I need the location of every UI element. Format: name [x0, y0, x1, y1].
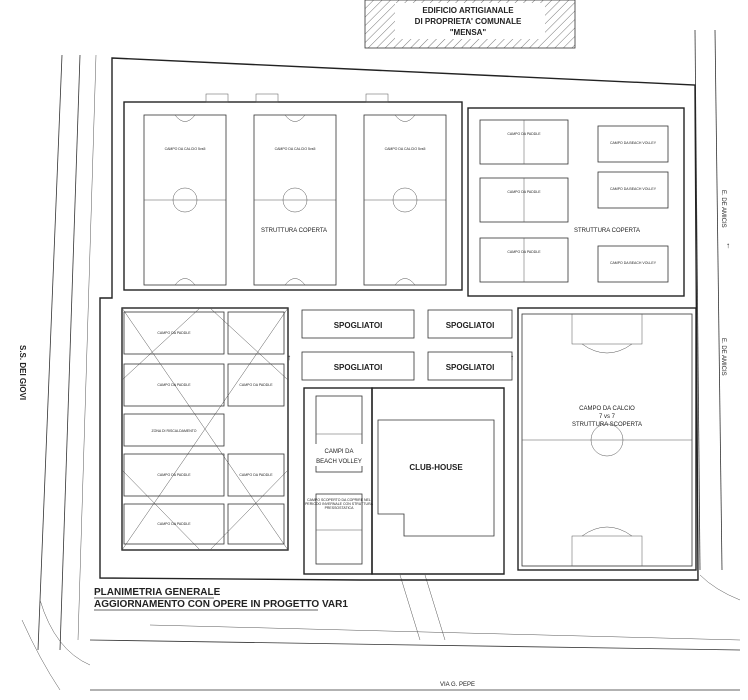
covered-soccer-structure: CAMPO DA CALCIO 5vs5 CAMPO DA CALCIO 5vs…: [123, 93, 463, 291]
arrow-north-indicator: ↑: [726, 241, 730, 250]
left-padel-7-label: CAMPO DA PADDLE: [157, 522, 191, 526]
beach-volley-label-1: CAMPI DA: [324, 449, 353, 455]
street-label-de-amicis-top: E. DE AMICIS: [720, 190, 726, 228]
road-via-pepe: VIA G. PEPE: [89, 574, 741, 691]
warmup-zone-label: ZONA DI RISCALDAMENTO: [151, 429, 196, 433]
padel-top-2-label: CAMPO DA PADDLE: [507, 190, 541, 194]
covered-soccer-label: STRUTTURA COPERTA: [261, 228, 327, 234]
outdoor-soccer-line-2: 7 vs 7: [599, 414, 616, 420]
locker-room-3-label: SPOGLIATOI: [334, 363, 383, 372]
soccer-field-3: CAMPO DA CALCIO 5vs5: [363, 114, 447, 286]
locker-room-4-label: SPOGLIATOI: [446, 363, 495, 372]
road-de-amicis: E. DE AMICIS E. DE AMICIS ↑: [694, 29, 741, 601]
street-label-via-pepe: VIA G. PEPE: [440, 682, 475, 688]
title-block: PLANIMETRIA GENERALE AGGIORNAMENTO CON O…: [94, 587, 348, 611]
soccer-field-2: CAMPO DA CALCIO 5vs5: [253, 114, 337, 286]
padel-court-top-3: CAMPO DA PADDLE: [479, 237, 569, 283]
covered-padel-structure: CAMPO DA PADDLE CAMPO DA PADDLE CAMPO DA…: [467, 107, 685, 297]
beach-note-2: PERIODO INVERNALE CON STRUTTURA: [305, 502, 374, 506]
entrance-arrow-right: ↑: [510, 353, 514, 362]
left-padel-1-label: CAMPO DA PADDLE: [157, 331, 191, 335]
left-padel-area: CAMPO DA PADDLE CAMPO DA PADDLE CAMPO DA…: [121, 307, 289, 551]
outdoor-soccer-line-1: CAMPO DA CALCIO: [579, 406, 635, 412]
padel-court-top-1: CAMPO DA PADDLE: [479, 119, 569, 165]
street-label-ss-dei-giovi: S.S. DEI GIOVI: [18, 345, 27, 400]
street-label-de-amicis-mid: E. DE AMICIS: [720, 338, 726, 376]
title-line-1: PLANIMETRIA GENERALE: [94, 587, 221, 598]
left-padel-1: CAMPO DA PADDLE: [123, 311, 225, 355]
locker-room-3: SPOGLIATOI: [301, 351, 415, 381]
locker-room-1: SPOGLIATOI: [301, 309, 415, 339]
title-line-2: AGGIORNAMENTO CON OPERE IN PROGETTO VAR1: [94, 599, 348, 610]
road-ss-dei-giovi: S.S. DEI GIOVI: [18, 54, 97, 691]
beach-volley-area: CAMPI DA BEACH VOLLEY CAMPO SCOPERTO DA …: [303, 387, 374, 575]
locker-room-1-label: SPOGLIATOI: [334, 321, 383, 330]
padel-top-3-label: CAMPO DA PADDLE: [507, 250, 541, 254]
soccer-field-1: CAMPO DA CALCIO 5vs5: [143, 114, 227, 286]
beach-volley-court-1: CAMPO DA BEACH VOLLEY: [597, 125, 669, 163]
left-padel-2: [227, 311, 285, 355]
soccer-field-3-label: CAMPO DA CALCIO 5vs5: [385, 147, 426, 151]
entrance-arrow-left: ↑: [287, 353, 291, 362]
site-boundary: [99, 57, 699, 581]
artisan-building: EDIFICIO ARTIGIANALE DI PROPRIETA' COMUN…: [364, 0, 576, 49]
beach-volley-court-2: CAMPO DA BEACH VOLLEY: [597, 171, 669, 209]
left-padel-6: CAMPO DA PADDLE: [227, 453, 285, 497]
beach-volley-label-2: BEACH VOLLEY: [316, 459, 362, 465]
warmup-zone: ZONA DI RISCALDAMENTO: [123, 413, 225, 447]
padel-top-1-label: CAMPO DA PADDLE: [507, 132, 541, 136]
left-padel-5-label: CAMPO DA PADDLE: [157, 473, 191, 477]
locker-room-2: SPOGLIATOI: [427, 309, 513, 339]
locker-room-4: SPOGLIATOI: [427, 351, 513, 381]
outdoor-soccer-line-3: STRUTTURA SCOPERTA: [572, 422, 642, 428]
padel-court-top-2: CAMPO DA PADDLE: [479, 177, 569, 223]
covered-padel-label: STRUTTURA COPERTA: [574, 228, 640, 234]
building-label-3: "MENSA": [450, 28, 487, 37]
left-padel-7: CAMPO DA PADDLE: [123, 503, 225, 545]
left-padel-5: CAMPO DA PADDLE: [123, 453, 225, 497]
beach-note-3: PRESSOSTATICA: [325, 506, 355, 510]
beach-volley-3-label: CAMPO DA BEACH VOLLEY: [610, 261, 657, 265]
left-padel-8: [227, 503, 285, 545]
soccer-field-1-label: CAMPO DA CALCIO 5vs5: [165, 147, 206, 151]
beach-volley-1-label: CAMPO DA BEACH VOLLEY: [610, 141, 657, 145]
left-padel-4: CAMPO DA PADDLE: [227, 363, 285, 407]
beach-volley-2-label: CAMPO DA BEACH VOLLEY: [610, 187, 657, 191]
club-house: CLUB-HOUSE: [371, 387, 505, 575]
left-padel-3-label: CAMPO DA PADDLE: [157, 383, 191, 387]
club-house-label: CLUB-HOUSE: [409, 463, 463, 472]
building-label-2: DI PROPRIETA' COMUNALE: [415, 17, 522, 26]
beach-volley-court-3: CAMPO DA BEACH VOLLEY: [597, 245, 669, 283]
beach-note-1: CAMPO SCOPERTO DA COPRIRE NEL: [307, 498, 371, 502]
locker-room-2-label: SPOGLIATOI: [446, 321, 495, 330]
left-padel-6-label: CAMPO DA PADDLE: [239, 473, 273, 477]
left-padel-3: CAMPO DA PADDLE: [123, 363, 225, 407]
building-label-1: EDIFICIO ARTIGIANALE: [422, 6, 514, 15]
left-padel-4-label: CAMPO DA PADDLE: [239, 383, 273, 387]
soccer-field-2-label: CAMPO DA CALCIO 5vs5: [275, 147, 316, 151]
outdoor-soccer-field: CAMPO DA CALCIO 7 vs 7 STRUTTURA SCOPERT…: [517, 307, 697, 571]
